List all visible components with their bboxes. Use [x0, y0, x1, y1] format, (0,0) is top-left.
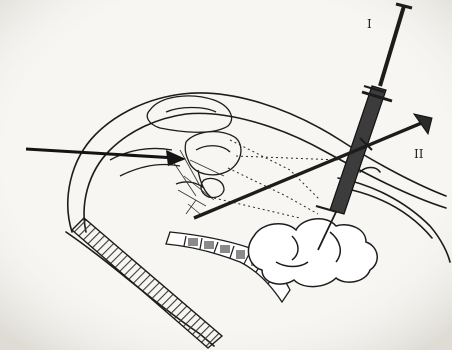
bowel-loops — [248, 219, 377, 287]
needle-2-label: II — [414, 147, 424, 161]
needle-1-label: I — [367, 17, 372, 31]
